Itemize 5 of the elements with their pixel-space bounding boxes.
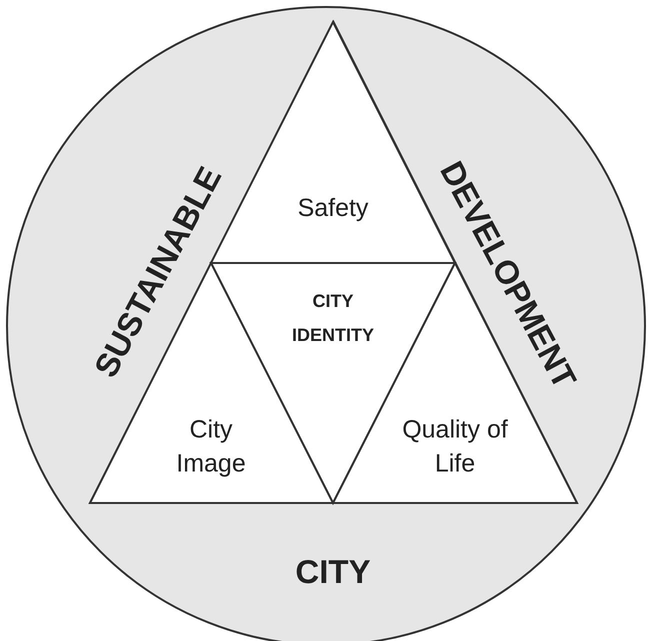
section-label: Quality of Life: [401, 414, 509, 479]
section-label: Safety: [296, 193, 370, 223]
section-label: City Image: [175, 414, 247, 479]
section-label: CITY IDENTITY: [290, 290, 375, 347]
ring-label: CITY: [295, 553, 371, 591]
